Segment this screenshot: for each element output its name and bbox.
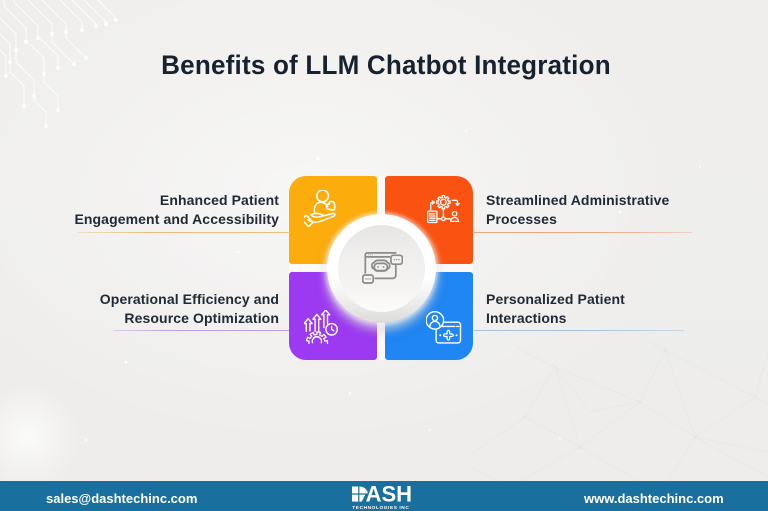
svg-text:ASH: ASH xyxy=(366,485,413,507)
svg-text:TECHNOLOGIES INC: TECHNOLOGIES INC xyxy=(352,505,409,511)
